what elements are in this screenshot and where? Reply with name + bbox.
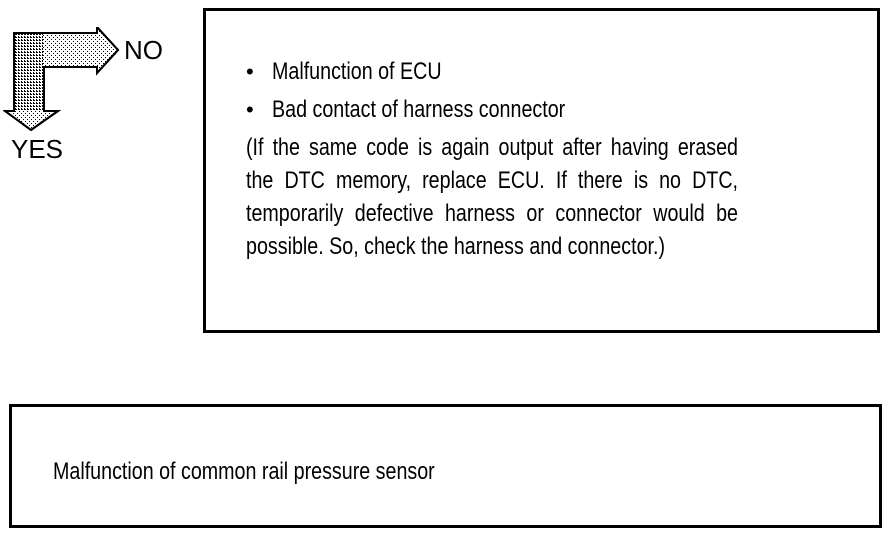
bullet-item: • Malfunction of ECU (246, 53, 846, 91)
arrow-body-group (3, 27, 120, 131)
conclusion-box: Malfunction of common rail pressure sens… (9, 404, 882, 528)
bullet-marker-icon: • (246, 97, 254, 122)
cause-box: • Malfunction of ECU • Bad contact of ha… (203, 8, 880, 333)
conclusion-text: Malfunction of common rail pressure sens… (53, 457, 519, 487)
bullet-item-label: Malfunction of ECU (272, 58, 442, 85)
bullet-item-label: Bad contact of harness connector (272, 96, 566, 123)
branch-label-no: NO (124, 35, 163, 65)
bent-branch-arrow (3, 27, 121, 131)
cause-box-content: • Malfunction of ECU • Bad contact of ha… (246, 53, 846, 263)
branch-label-yes: YES (11, 134, 64, 164)
arrow-outline-overlay (3, 27, 120, 131)
bullet-marker-icon: • (246, 59, 254, 84)
cause-note-paragraph: (If the same code is again output after … (246, 134, 738, 260)
arrow-shaft-shading (15, 34, 43, 111)
bullet-item: • Bad contact of harness connector (246, 91, 846, 129)
conclusion-label: Malfunction of common rail pressure sens… (53, 458, 435, 485)
